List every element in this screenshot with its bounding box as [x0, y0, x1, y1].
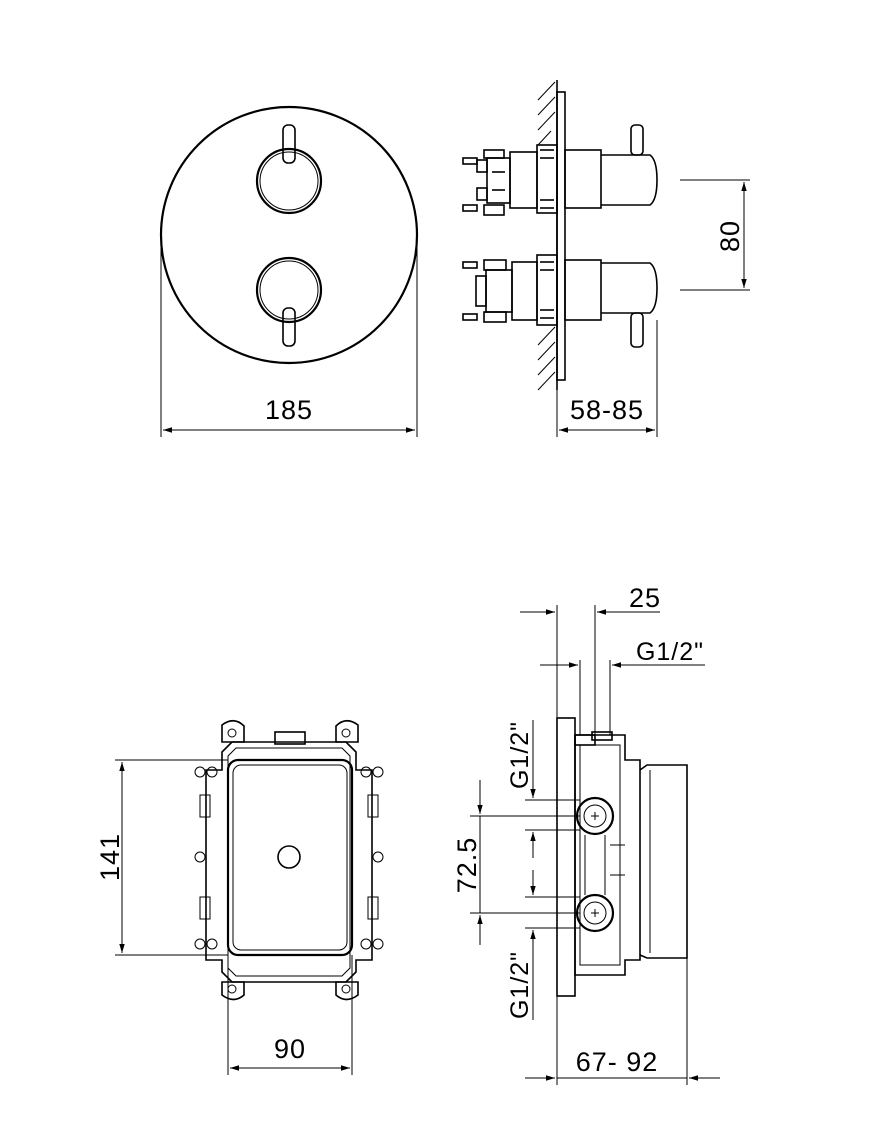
- dimension-141: 141: [95, 759, 228, 956]
- dimension-58-85: 58-85: [556, 320, 658, 437]
- dimension-g12-top: G1/2": [540, 638, 705, 735]
- dim-label-72-5: 72.5: [452, 837, 482, 894]
- dimension-72-5: 72.5: [452, 780, 580, 945]
- dimension-80: 80: [680, 179, 750, 291]
- dim-label-58-85: 58-85: [570, 395, 644, 425]
- dim-label-g12-top: G1/2": [636, 638, 704, 666]
- dim-label-g12-vert-bottom: G1/2": [506, 951, 534, 1019]
- dimension-67-92: 67- 92: [525, 958, 720, 1085]
- box-window: [226, 758, 354, 957]
- dimension-g12-vert-bottom: G1/2": [506, 870, 580, 1020]
- dimension-90: 90: [227, 955, 353, 1075]
- top-handle-lever: [282, 124, 296, 164]
- dimension-g12-vert-top: G1/2": [506, 720, 580, 858]
- front-view-plate: [159, 105, 419, 365]
- dimension-185: 185: [160, 240, 418, 437]
- dim-label-g12-vert-top: G1/2": [506, 721, 534, 789]
- round-cover-plate: [159, 105, 419, 365]
- side-view-valve: [462, 80, 658, 391]
- center-hole: [277, 845, 301, 869]
- dim-label-141: 141: [95, 833, 125, 881]
- dim-label-67-92: 67- 92: [576, 1047, 659, 1077]
- dim-label-80: 80: [715, 220, 745, 252]
- bottom-handle-knob: [255, 256, 323, 324]
- dim-label-185: 185: [265, 395, 313, 425]
- dim-label-90: 90: [274, 1034, 306, 1064]
- dimension-25: 25: [520, 583, 661, 735]
- installation-box-front: [194, 719, 384, 1001]
- installation-box-side: [556, 717, 688, 997]
- top-handle-knob: [255, 147, 323, 215]
- bottom-handle-lever: [282, 307, 296, 347]
- dim-label-25: 25: [629, 583, 661, 613]
